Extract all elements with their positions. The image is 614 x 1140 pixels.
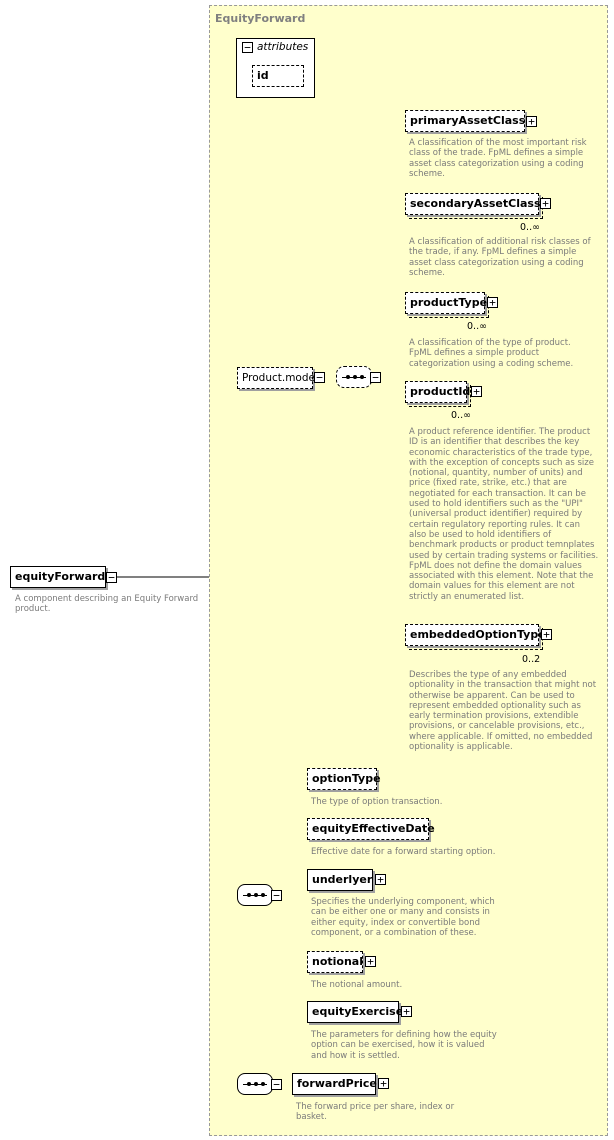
primary-asset-class-element[interactable]: primaryAssetClass bbox=[405, 110, 525, 132]
collapse-icon[interactable]: − bbox=[271, 890, 282, 901]
element-label: productType bbox=[410, 296, 488, 309]
element-description: A classification of the most important r… bbox=[409, 138, 587, 179]
element-description: The notional amount. bbox=[311, 980, 403, 990]
element-description: A product reference identifier. The prod… bbox=[409, 427, 599, 602]
embedded-option-type-element[interactable]: embeddedOptionType bbox=[405, 624, 546, 650]
element-label: optionType bbox=[312, 772, 381, 785]
root-description: A component describing an Equity Forward… bbox=[15, 594, 199, 615]
sequence-compositor[interactable] bbox=[336, 366, 372, 388]
element-description: A classification of the type of product.… bbox=[409, 338, 574, 369]
expand-icon[interactable]: + bbox=[541, 629, 552, 640]
sequence-compositor[interactable] bbox=[237, 884, 273, 906]
collapse-icon[interactable]: − bbox=[370, 372, 381, 383]
element-description: The type of option transaction. bbox=[311, 797, 443, 807]
collapse-icon[interactable]: − bbox=[242, 42, 253, 53]
element-label: equityExercise bbox=[312, 1005, 404, 1018]
element-description: Effective date for a forward starting op… bbox=[311, 847, 496, 857]
product-model-label: Product.model bbox=[242, 372, 318, 384]
collapse-icon[interactable]: − bbox=[271, 1079, 282, 1090]
equity-exercise-element[interactable]: equityExercise bbox=[307, 1001, 403, 1023]
element-label: notional bbox=[312, 955, 363, 968]
sequence-compositor[interactable] bbox=[237, 1073, 273, 1095]
occurrence-label: 0..2 bbox=[522, 654, 541, 665]
element-label: forwardPrice bbox=[297, 1077, 377, 1090]
element-description: Describes the type of any embedded optio… bbox=[409, 670, 597, 753]
attributes-label: attributes bbox=[257, 41, 309, 53]
root-element[interactable]: equityForward bbox=[10, 566, 106, 588]
element-label: primaryAssetClass bbox=[410, 114, 526, 127]
expand-icon[interactable]: + bbox=[487, 297, 498, 308]
expand-icon[interactable]: + bbox=[378, 1078, 389, 1089]
element-description: Specifies the underlying component, whic… bbox=[311, 897, 495, 938]
secondary-asset-class-element[interactable]: secondaryAssetClass bbox=[405, 193, 543, 219]
element-label: secondaryAssetClass bbox=[410, 197, 541, 210]
occurrence-label: 0..∞ bbox=[467, 321, 487, 332]
occurrence-label: 0..∞ bbox=[451, 410, 471, 421]
element-label: underlyer bbox=[312, 873, 373, 886]
element-label: productId bbox=[410, 385, 471, 398]
container-title: EquityForward bbox=[215, 12, 306, 25]
expand-icon[interactable]: + bbox=[401, 1006, 412, 1017]
occurrence-label: 0..∞ bbox=[520, 222, 540, 233]
expand-icon[interactable]: + bbox=[365, 956, 376, 967]
element-description: The parameters for defining how the equi… bbox=[311, 1030, 497, 1061]
attribute-id[interactable]: id bbox=[252, 65, 304, 87]
collapse-icon[interactable]: − bbox=[106, 572, 117, 583]
expand-icon[interactable]: + bbox=[375, 874, 386, 885]
product-model-group[interactable]: Product.model bbox=[237, 367, 318, 389]
expand-icon[interactable]: + bbox=[471, 386, 482, 397]
option-type-element[interactable]: optionType bbox=[307, 768, 381, 790]
collapse-icon[interactable]: − bbox=[314, 372, 325, 383]
product-type-element[interactable]: productType bbox=[405, 292, 489, 318]
underlyer-element[interactable]: underlyer bbox=[307, 869, 373, 891]
expand-icon[interactable]: + bbox=[540, 198, 551, 209]
element-label: embeddedOptionType bbox=[410, 628, 546, 641]
element-description: The forward price per share, index or ba… bbox=[296, 1102, 455, 1123]
expand-icon[interactable]: + bbox=[526, 116, 537, 127]
notional-element[interactable]: notional bbox=[307, 951, 363, 973]
equity-effective-date-element[interactable]: equityEffectiveDate bbox=[307, 818, 435, 840]
product-id-element[interactable]: productId bbox=[405, 381, 471, 407]
forward-price-element[interactable]: forwardPrice bbox=[292, 1073, 377, 1095]
root-element-label: equityForward bbox=[15, 570, 106, 583]
element-label: equityEffectiveDate bbox=[312, 822, 435, 835]
element-description: A classification of additional risk clas… bbox=[409, 237, 591, 278]
